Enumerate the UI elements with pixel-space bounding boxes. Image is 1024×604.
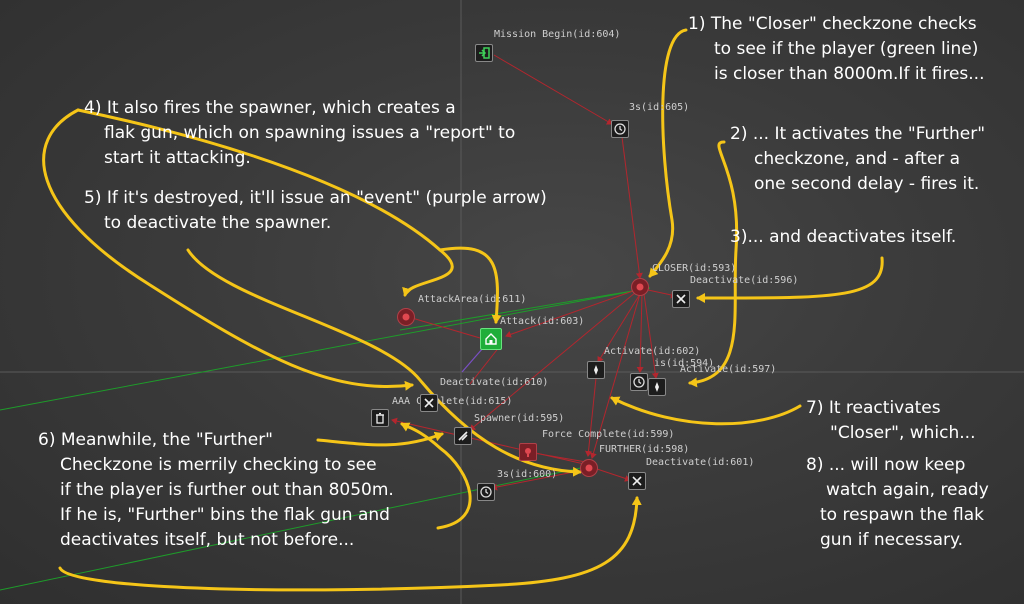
deactivate-601-icon[interactable] [628, 472, 646, 490]
timer-icon-600[interactable] [477, 483, 495, 501]
link-closer-attack [505, 289, 637, 338]
arrow-6c [58, 496, 642, 592]
node-label-activate-597: Activate(id:597) [680, 364, 777, 375]
note-4: 4) It also fires the spawner, which crea… [84, 96, 515, 171]
note-1-line-1: 1) The "Closer" checkzone checks [688, 14, 977, 34]
note-7-line-1: 7) It reactivates [806, 398, 941, 418]
timer-icon-594[interactable] [630, 373, 648, 391]
link-closer-further [590, 293, 641, 459]
note-3: 3)... and deactivates itself. [730, 225, 956, 250]
mission-begin-icon[interactable] [475, 44, 493, 62]
node-label-deactivate-610: Deactivate(id:610) [440, 377, 549, 388]
deactivate-610-icon[interactable] [420, 394, 438, 412]
arrow-4b [76, 108, 454, 297]
node-label-delay-605: 3s(id:605) [629, 102, 690, 113]
note-2-line-1: 2) ... It activates the "Further" [730, 124, 986, 144]
note-3-line-1: 3)... and deactivates itself. [730, 227, 957, 247]
note-6-line-1: 6) Meanwhile, the "Further" [38, 430, 274, 450]
node-label-is-594: is(id:594) [654, 358, 715, 369]
link-605-closer [621, 136, 643, 279]
trash-icon[interactable] [371, 409, 389, 427]
note-5-line-2: to deactivate the spawner. [104, 213, 332, 233]
link-closer-602 [597, 293, 641, 363]
note-8-line-2: watch again, ready [826, 480, 989, 500]
arrow-7 [610, 396, 802, 426]
link-closer-596 [647, 289, 677, 299]
node-label-attack-area: AttackArea(id:611) [418, 294, 527, 305]
attack-area-icon[interactable] [397, 308, 415, 326]
link-closer-spawner [469, 291, 637, 431]
node-label-force-complete: Force Complete(id:599) [542, 429, 675, 440]
note-7: 7) It reactivates "Closer", which... [806, 396, 975, 446]
player-line [0, 287, 651, 411]
node-label-further: FURTHER(id:598) [599, 444, 690, 455]
note-6: 6) Meanwhile, the "Further" Checkzone is… [38, 428, 394, 553]
note-5: 5) If it's destroyed, it'll issue an "ev… [84, 186, 547, 236]
arrow-4 [42, 108, 414, 391]
closer-checkzone-icon[interactable] [631, 278, 649, 296]
note-2-line-2: checkzone, and - after a [754, 149, 961, 169]
player-line-3 [399, 287, 651, 331]
node-label-mission-begin: Mission Begin(id:604) [494, 29, 621, 40]
spawner-icon[interactable] [454, 427, 472, 445]
note-1: 1) The "Closer" checkzone checks to see … [688, 12, 984, 87]
link-closer-597 [643, 293, 659, 379]
node-label-deactivate-596: Deactivate(id:596) [690, 275, 799, 286]
arrow-3 [696, 256, 884, 304]
timer-icon-605[interactable] [611, 120, 629, 138]
further-checkzone-icon[interactable] [580, 459, 598, 477]
note-6-line-5: deactivates itself, but not before... [60, 530, 355, 550]
node-label-attack-overlap: Attack(id:603) [500, 316, 585, 327]
note-2: 2) ... It activates the "Further" checkz… [730, 122, 985, 197]
flak-unit-icon[interactable] [480, 328, 502, 350]
arrow-2 [688, 140, 739, 388]
link-further-601 [593, 467, 631, 482]
activate-597-icon[interactable] [648, 378, 666, 396]
activate-602-icon[interactable] [587, 361, 605, 379]
note-6-line-3: if the player is further out than 8050m. [60, 480, 394, 500]
note-4-line-3: start it attacking. [104, 148, 251, 168]
link-closer-is [636, 293, 644, 373]
link-602-further [585, 377, 597, 457]
force-complete-icon[interactable] [519, 443, 537, 461]
note-6-line-2: Checkzone is merrily checking to see [60, 455, 377, 475]
link-610-attack [469, 345, 501, 385]
arrow-1 [648, 28, 688, 278]
node-label-spawner: Spawner(id:595) [474, 413, 565, 424]
node-label-activate-602: Activate(id:602) [604, 346, 701, 357]
note-2-line-3: one second delay - fires it. [754, 174, 980, 194]
note-8: 8) ... will now keep watch again, ready … [806, 453, 989, 553]
node-label-delay-600: 3s(id:600) [497, 469, 558, 480]
node-label-closer: CLOSER(id:593) [652, 263, 737, 274]
note-1-line-2: to see if the player (green line) [714, 39, 979, 59]
deactivate-596-icon[interactable] [672, 290, 690, 308]
link-further-600 [491, 469, 585, 491]
note-1-line-3: is closer than 8000m.If it fires... [714, 64, 985, 84]
link-begin-605 [493, 54, 613, 125]
link-attackarea [411, 317, 481, 339]
note-8-line-4: gun if necessary. [820, 530, 964, 550]
note-4-line-1: 4) It also fires the spawner, which crea… [84, 98, 456, 118]
note-4-line-2: flak gun, which on spawning issues a "re… [104, 123, 516, 143]
note-6-line-4: If he is, "Further" bins the flak gun an… [60, 505, 390, 525]
note-7-line-2: "Closer", which... [830, 423, 976, 443]
note-8-line-1: 8) ... will now keep [806, 455, 966, 475]
node-label-deactivate-601: Deactivate(id:601) [646, 457, 755, 468]
note-5-line-1: 5) If it's destroyed, it'll issue an "ev… [84, 188, 547, 208]
node-label-aaa-complete: AAA Complete(id:615) [392, 396, 513, 407]
arrow-4c [438, 246, 502, 324]
arrow-6b [400, 422, 472, 530]
note-8-line-3: to respawn the flak [820, 505, 984, 525]
